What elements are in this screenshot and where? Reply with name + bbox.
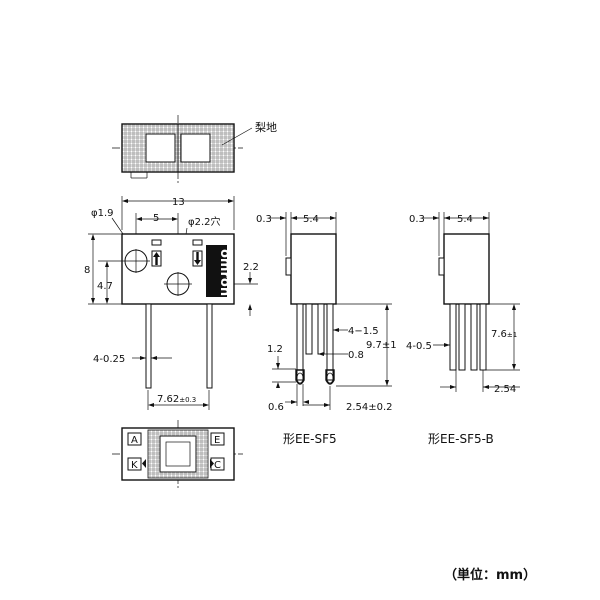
dim-2-2: 2.2 — [243, 262, 259, 273]
sf5-dim-0-3: 0.3 — [256, 214, 272, 225]
sf5b-dim-2-54: 2.54 — [494, 384, 516, 395]
top-view-note: 梨地 — [255, 120, 277, 134]
arrow-up-icon — [153, 252, 160, 265]
hole1-label: φ1.9 — [91, 208, 114, 219]
sf5b-lead-3 — [470, 303, 478, 371]
sf5-dim-0-6: 0.6 — [268, 402, 284, 413]
side-view-sf5b: 0.3 5.4 4-0.5 7.6±1 2.54 — [406, 212, 520, 446]
terminal-c-label: C — [214, 460, 221, 471]
sf5-dim-2-54: 2.54±0.2 — [346, 402, 393, 413]
sf5b-body — [443, 233, 490, 305]
top-view-window-right — [180, 133, 211, 163]
lead-left — [145, 303, 152, 389]
top-view: 梨地 — [112, 115, 277, 183]
dim-height-8: 8 — [84, 265, 90, 276]
sf5-body — [290, 233, 337, 305]
sf5-dim-5-4: 5.4 — [303, 214, 319, 225]
sf5-lead-3 — [317, 303, 325, 355]
sf5-lead-2 — [305, 303, 313, 355]
logo-text: omron — [217, 249, 232, 296]
hole2-label: φ2.2穴 — [188, 215, 221, 228]
unit-note: （単位：mm） — [444, 567, 536, 583]
sf5-dim-4-1-5: 4−1.5 — [348, 326, 379, 337]
terminal-e-label: E — [214, 435, 220, 446]
arrow-down-icon — [194, 252, 201, 265]
sf5b-dim-0-3: 0.3 — [409, 214, 425, 225]
sf5-dim-9-7: 9.7±1 — [366, 340, 397, 351]
dim-lead-pitch: 7.62±0.3 — [157, 394, 196, 405]
top-view-window-left — [145, 133, 176, 163]
bottom-view: A E K C — [112, 420, 243, 489]
sf5b-caption: 形EE-SF5-B — [428, 432, 494, 446]
sf5b-lead-4 — [479, 303, 487, 371]
sf5b-dim-4-0-5: 4-0.5 — [406, 341, 432, 352]
lead-right — [206, 303, 213, 389]
sf5b-lead-2 — [458, 303, 466, 371]
sf5-caption: 形EE-SF5 — [283, 432, 337, 446]
terminal-a — [127, 432, 142, 446]
logo-plate — [206, 245, 227, 297]
dim-4-7: 4.7 — [97, 281, 113, 292]
sf5-lead-4 — [326, 303, 334, 381]
side-view-sf5: 0.3 5.4 4−1.5 9.7±1 0.8 — [256, 212, 397, 446]
sf5-dim-1-2: 1.2 — [267, 344, 283, 355]
dim-lead-4-0-25: 4-0.25 — [93, 354, 125, 365]
terminal-k — [127, 457, 142, 471]
sf5b-dim-5-4: 5.4 — [457, 214, 473, 225]
sf5b-dim-7-6: 7.6±1 — [491, 329, 517, 340]
sf5b-lead-1 — [449, 303, 457, 371]
terminal-a-label: A — [131, 435, 138, 446]
dim-pitch-5: 5 — [153, 213, 159, 224]
front-view: 13 5 φ1.9 φ2.2穴 omron — [84, 196, 259, 410]
dim-width-13: 13 — [172, 197, 185, 208]
terminal-k-label: K — [131, 460, 138, 471]
sf5-dim-0-8: 0.8 — [348, 350, 364, 361]
sf5-lead-1 — [296, 303, 304, 381]
terminal-e — [210, 432, 225, 446]
